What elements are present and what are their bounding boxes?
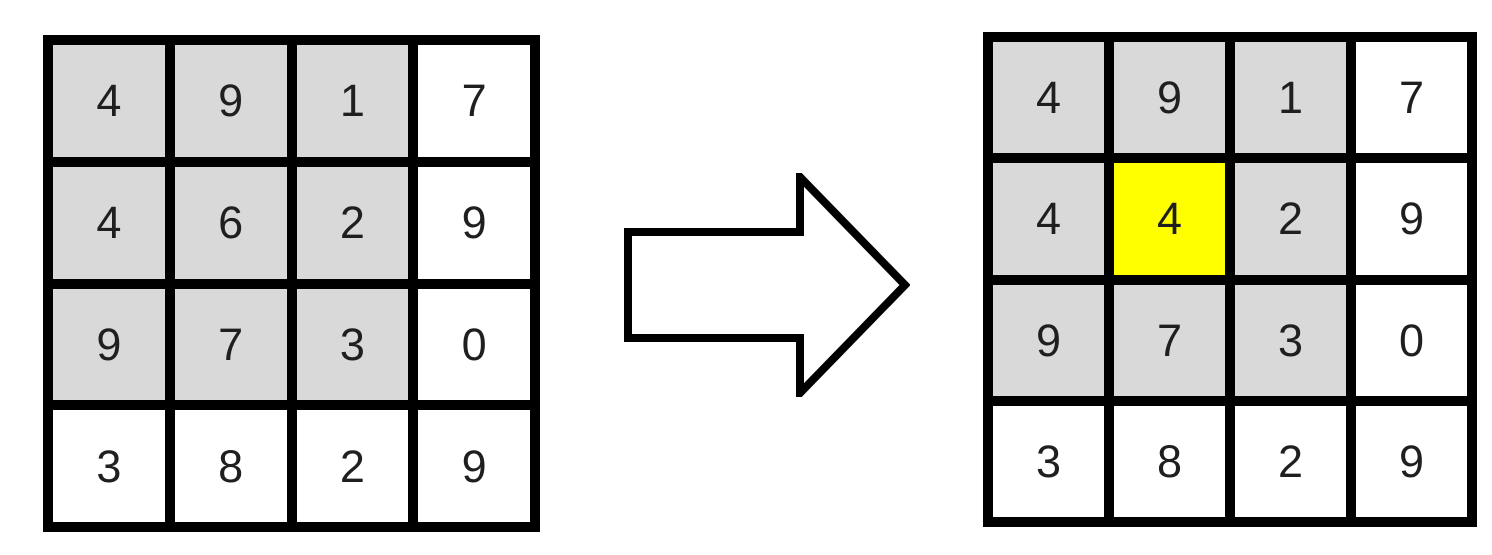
grid-cell: 9 — [418, 166, 530, 279]
grid-cell: 3 — [993, 405, 1104, 517]
grid-cell: 0 — [418, 288, 530, 401]
grid-cell: 8 — [174, 410, 287, 522]
grid-cell: 8 — [1114, 405, 1225, 517]
grid-cell: 9 — [1356, 163, 1467, 275]
grid-cell: 2 — [296, 166, 409, 279]
grid-cell: 4 — [993, 163, 1104, 275]
grid-cell: 4 — [993, 42, 1104, 154]
grid-cell: 1 — [1235, 42, 1346, 154]
grid-cell: 7 — [1356, 42, 1467, 154]
grid-cell: 4 — [53, 45, 165, 157]
grid-cell: 3 — [296, 288, 409, 401]
grid-cell: 7 — [418, 45, 530, 157]
input-grid: 4 9 1 7 4 6 2 9 9 7 3 0 3 8 2 9 — [43, 35, 540, 532]
right-arrow-icon — [624, 173, 910, 397]
grid-cell: 3 — [1235, 284, 1346, 396]
grid-cell: 9 — [53, 288, 165, 401]
output-grid: 4 9 1 7 4 4 2 9 9 7 3 0 3 8 2 9 — [983, 32, 1477, 527]
grid-cell: 2 — [1235, 405, 1346, 517]
grid-cell: 2 — [1235, 163, 1346, 275]
grid-cell: 9 — [1356, 405, 1467, 517]
highlighted-cell: 4 — [1114, 163, 1225, 275]
grid-cell: 7 — [174, 288, 287, 401]
grid-cell: 4 — [53, 166, 165, 279]
grid-cell: 7 — [1114, 284, 1225, 396]
grid-cell: 9 — [418, 410, 530, 522]
grid-cell: 2 — [296, 410, 409, 522]
grid-cell: 6 — [174, 166, 287, 279]
grid-cell: 3 — [53, 410, 165, 522]
grid-cell: 9 — [993, 284, 1104, 396]
grid-cell: 1 — [296, 45, 409, 157]
grid-cell: 9 — [174, 45, 287, 157]
grid-cell: 9 — [1114, 42, 1225, 154]
grid-cell: 0 — [1356, 284, 1467, 396]
